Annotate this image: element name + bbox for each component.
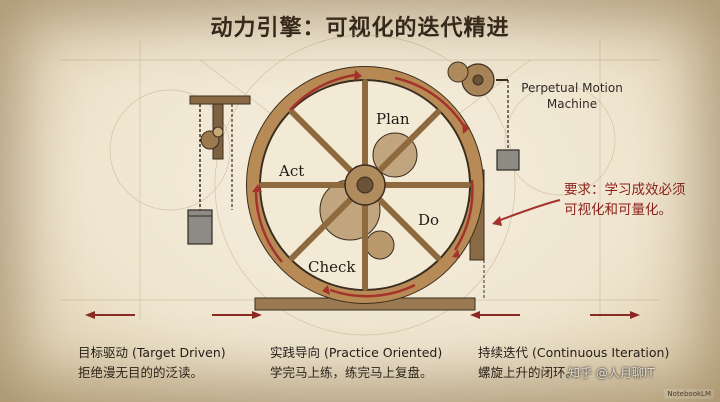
notebooklm-badge: NotebookLM: [664, 389, 714, 399]
column-target-driven: 目标驱动 (Target Driven) 拒绝漫无目的的泛读。: [78, 343, 226, 383]
cycle-arrows: [254, 73, 474, 298]
note-pointer-head: [492, 216, 502, 226]
check-label: Check: [308, 258, 356, 276]
machine-label: Perpetual Motion Machine: [512, 80, 632, 112]
watermark: 知乎 @人月聊IT: [568, 366, 655, 380]
note-line-2: 可视化和可量化。: [564, 202, 672, 218]
arrow-heads: [252, 70, 470, 295]
machine-label-line2: Machine: [546, 97, 598, 111]
column-body: 螺旋上升的闭环。: [478, 365, 579, 380]
column-continuous-iteration: 持续迭代 (Continuous Iteration) 螺旋上升的闭环。: [478, 343, 669, 383]
blueprint-lines: [60, 34, 660, 336]
act-label: Act: [278, 162, 304, 180]
requirement-note: 要求：学习成效必须 可视化和可量化。: [564, 180, 694, 220]
column-body: 拒绝漫无目的的泛读。: [78, 365, 204, 380]
note-pointer-arrow: [494, 199, 561, 223]
column-body: 学完马上练，练完马上复盘。: [270, 365, 433, 380]
page-title: 动力引擎：可视化的迭代精进: [210, 16, 510, 41]
machine-label-line1: Perpetual Motion: [521, 81, 623, 95]
column-heading: 持续迭代 (Continuous Iteration): [478, 345, 670, 360]
plan-label: Plan: [376, 110, 410, 128]
column-practice-oriented: 实践导向 (Practice Oriented) 学完马上练，练完马上复盘。: [270, 343, 442, 383]
left-lever-mechanism: [187, 95, 251, 245]
note-line-1: 要求：学习成效必须: [564, 182, 686, 198]
column-heading: 目标驱动 (Target Driven): [78, 345, 226, 360]
column-heading: 实践导向 (Practice Oriented): [270, 345, 443, 360]
hub-axle: [356, 176, 374, 194]
do-label: Do: [418, 211, 439, 229]
column-dividers: [85, 311, 640, 319]
